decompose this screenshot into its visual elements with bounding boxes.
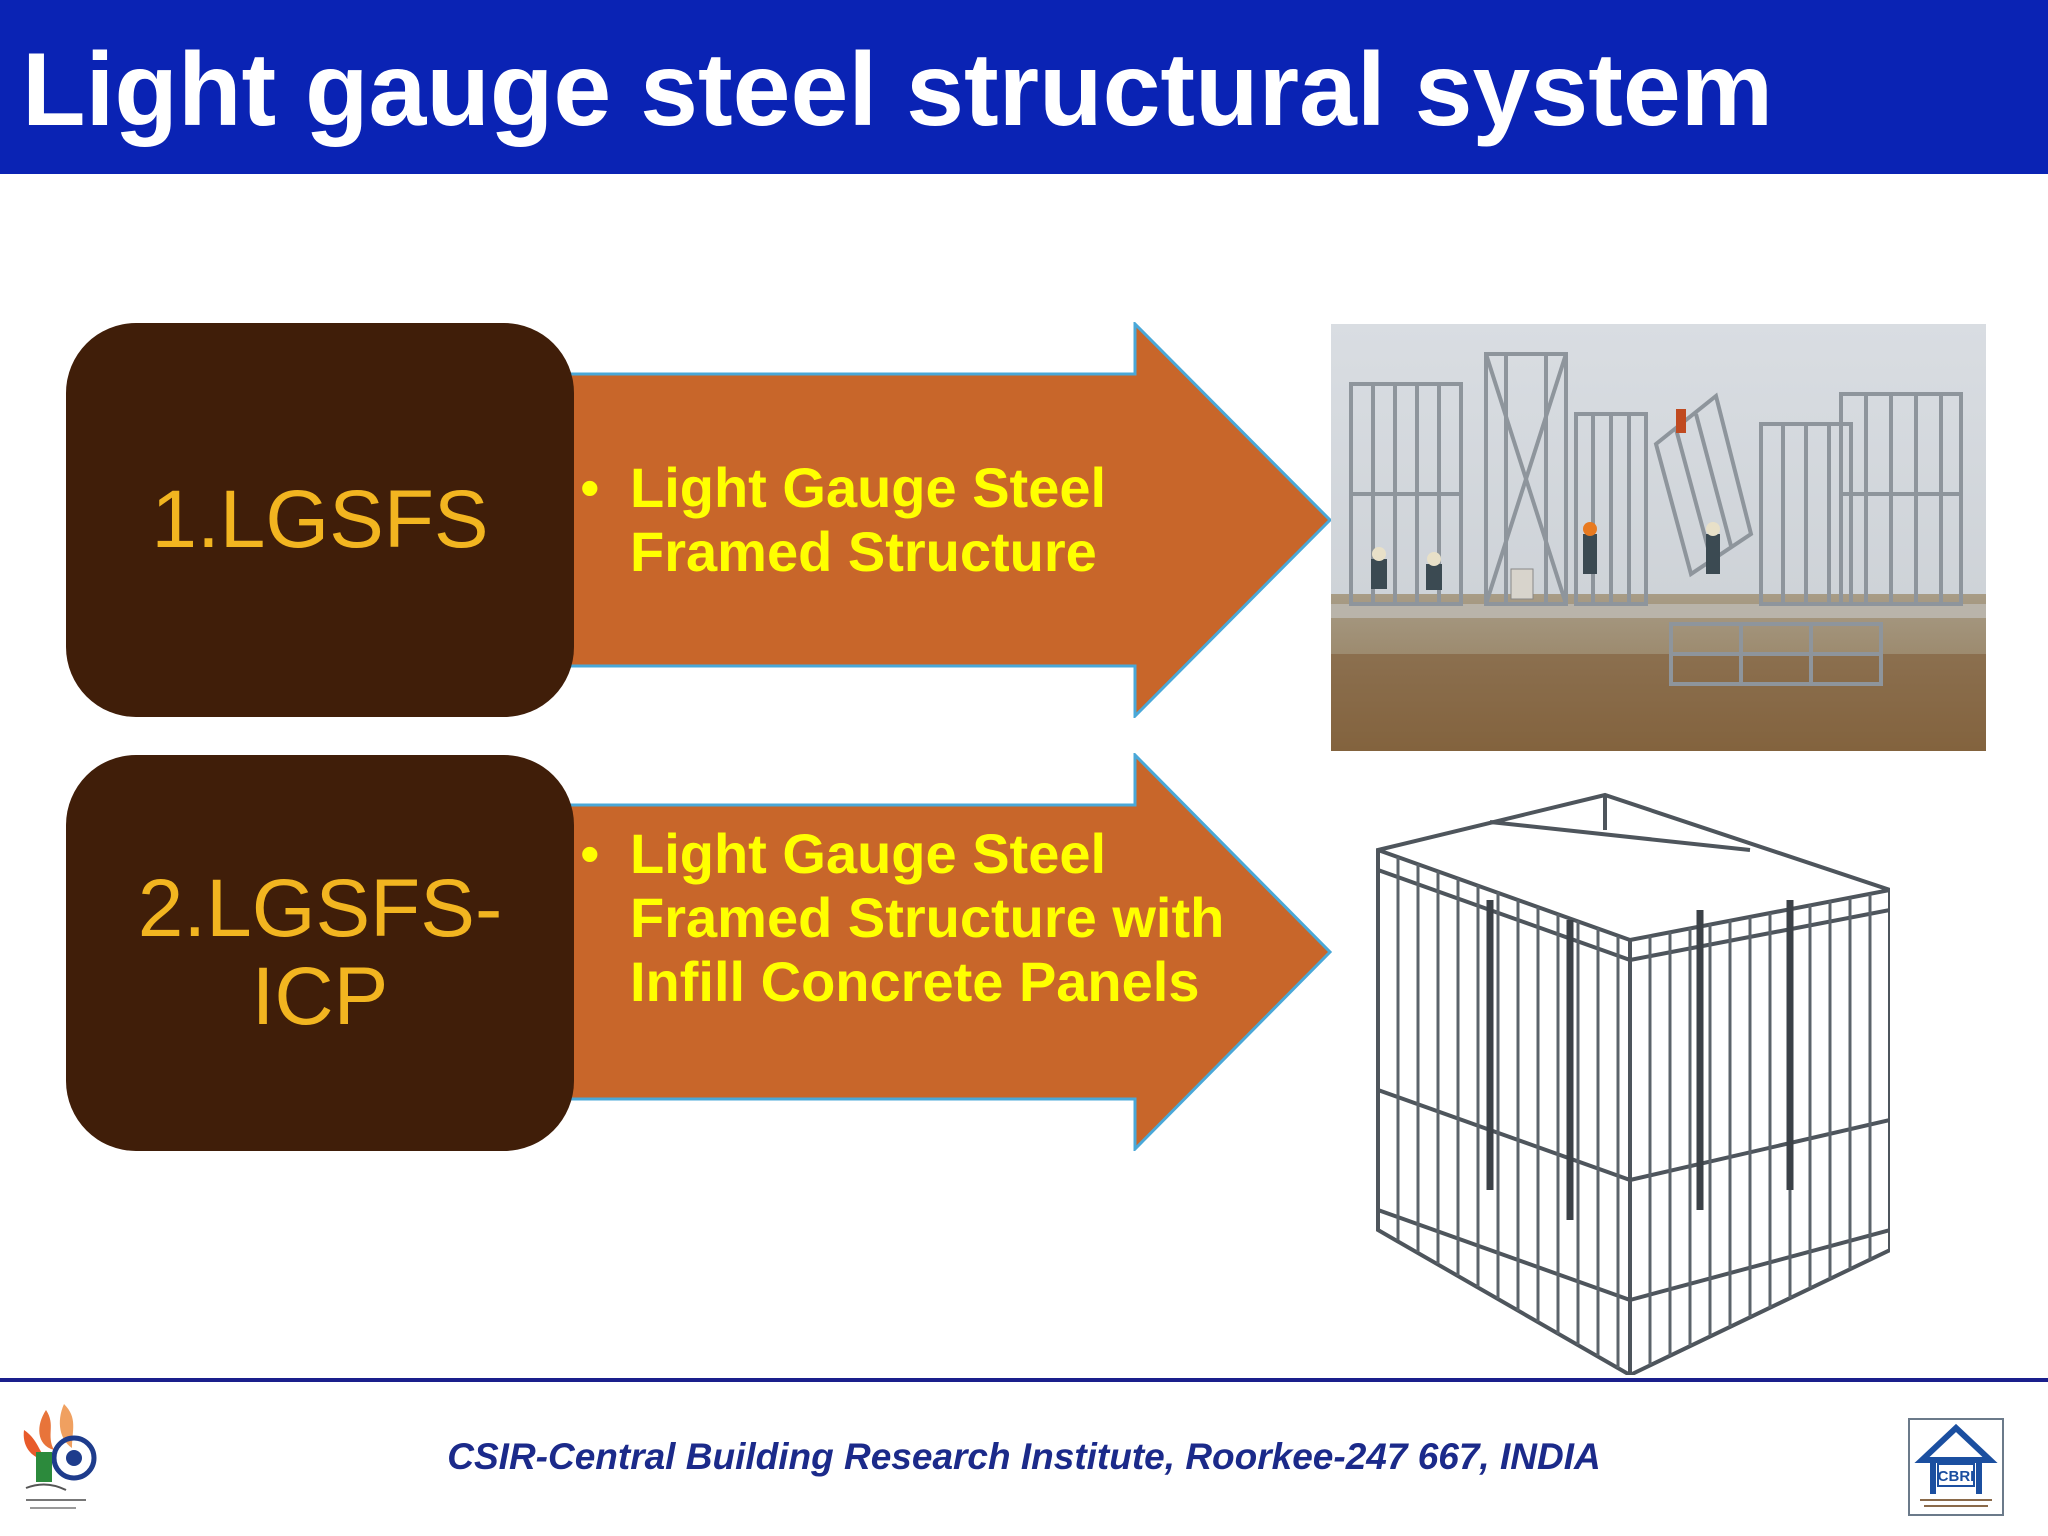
arrow-shape-2 [540,753,1333,1151]
bullet-item-2: • Light Gauge Steel Framed Structure wit… [572,822,1250,1014]
csir-75-years-logo [23,1404,97,1509]
bullet-item-1: • Light Gauge Steel Framed Structure [572,456,1250,584]
arrow-shape-1 [540,322,1333,718]
cbri-logo-text: CBRI [1938,1468,1975,1485]
bullet-icon: • [580,822,600,885]
cbri-logo: CBRI [1908,1418,2004,1516]
item-label-box-2: 2.LGSFS-ICP [66,755,574,1151]
construction-site-photo [1331,324,1986,751]
bullet-list-1: • Light Gauge Steel Framed Structure [572,456,1250,584]
item-label-2: 2.LGSFS-ICP [137,863,503,1042]
title-bar: Light gauge steel structural system [0,0,2048,174]
footer-institute-text: CSIR-Central Building Research Institute… [447,1436,1601,1477]
bullet-icon: • [580,456,600,519]
bullet-list-2: • Light Gauge Steel Framed Structure wit… [572,822,1250,1014]
footer-divider [0,1378,2048,1382]
slide-title: Light gauge steel structural system [22,32,1774,148]
item-label-1: 1.LGSFS [151,474,489,565]
bullet-text-2: Light Gauge Steel Framed Structure with … [630,822,1225,1013]
item-label-box-1: 1.LGSFS [66,323,574,717]
bullet-text-1: Light Gauge Steel Framed Structure [630,456,1107,583]
steel-frame-3d-model [1376,792,1890,1375]
